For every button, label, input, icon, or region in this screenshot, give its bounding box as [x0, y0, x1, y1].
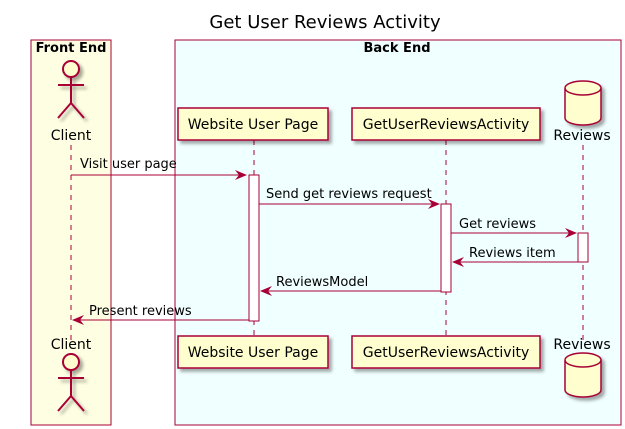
website-participant-top: [177, 107, 329, 141]
actor-head-icon: [62, 60, 80, 78]
reviews-activation: [577, 232, 589, 263]
reviews-label-top: Reviews: [553, 128, 610, 144]
activity-label-bottom: GetUserReviewsActivity: [363, 345, 529, 361]
client-label-bottom: Client: [51, 337, 92, 353]
website-label-top: Website User Page: [188, 117, 319, 133]
msg-reviews-item-label: Reviews item: [469, 246, 556, 261]
front-end-box-title: Front End: [36, 41, 107, 56]
website-participant-bottom: [177, 335, 329, 369]
client-label-top: Client: [51, 128, 92, 144]
website-label-bottom: Website User Page: [188, 345, 319, 361]
msg-present-label: Present reviews: [89, 304, 192, 319]
diagram-title: Get User Reviews Activity: [209, 12, 441, 33]
msg-visit-label: Visit user page: [80, 157, 177, 172]
msg-request-label: Send get reviews request: [266, 187, 432, 202]
msg-reviews-model-label: ReviewsModel: [276, 275, 368, 290]
activity-activation: [440, 203, 452, 293]
reviews-database-top-icon: [564, 80, 602, 126]
msg-get-reviews-label: Get reviews: [459, 217, 536, 232]
client-actor-bottom: [57, 353, 85, 412]
activity-participant-top: [351, 107, 541, 141]
activity-label-top: GetUserReviewsActivity: [363, 117, 529, 133]
website-activation: [248, 174, 260, 322]
reviews-database-bottom-icon: [564, 352, 602, 398]
client-actor-top: [57, 60, 85, 119]
back-end-box-title: Back End: [364, 41, 431, 56]
actor-head-icon: [62, 353, 80, 371]
reviews-label-bottom: Reviews: [553, 337, 610, 353]
activity-participant-bottom: [351, 335, 541, 369]
